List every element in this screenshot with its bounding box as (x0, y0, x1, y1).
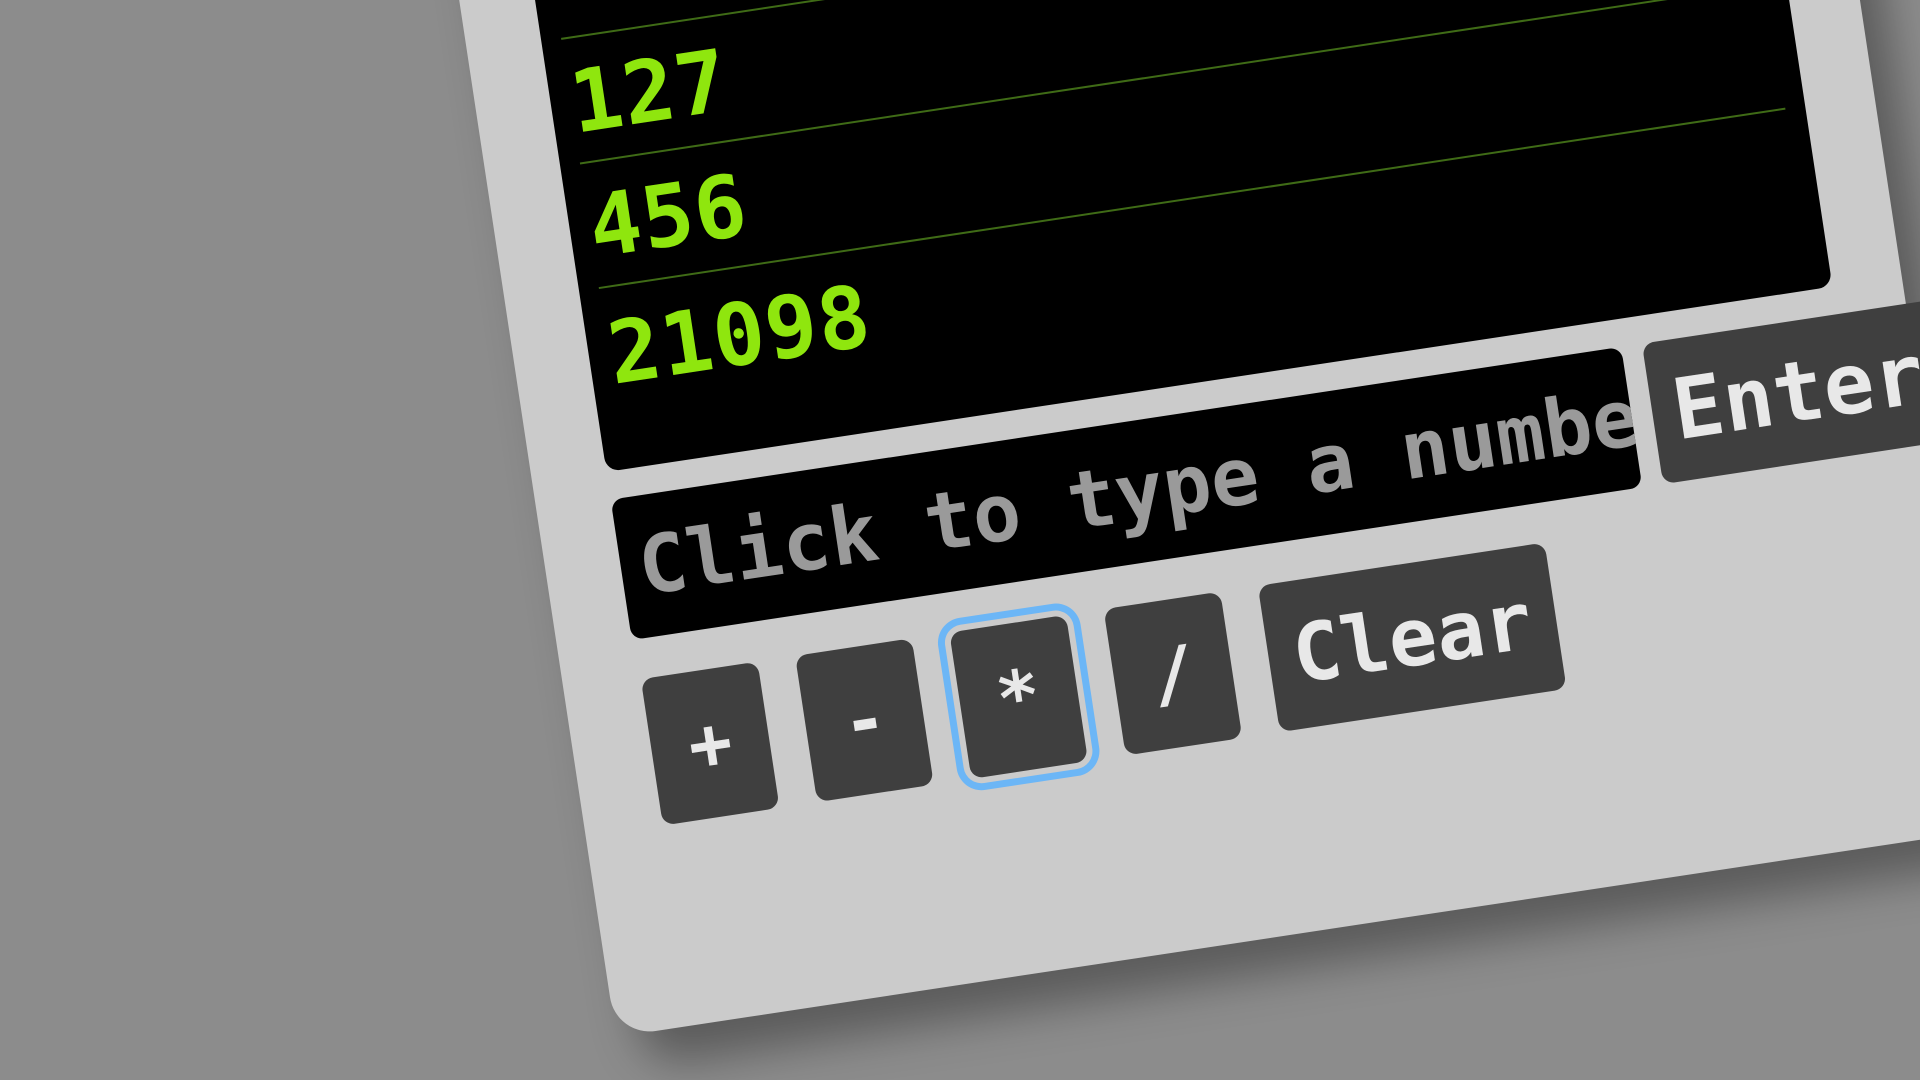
tape-value: 456 (582, 155, 754, 279)
enter-button[interactable]: Enter (1641, 299, 1920, 485)
divide-button[interactable]: / (1103, 591, 1243, 756)
subtract-button[interactable]: - (795, 638, 934, 803)
calculator-panel: 127 456 21098 Enter + - * / Clear (439, 0, 1920, 1037)
tape-display: 127 456 21098 (522, 0, 1833, 473)
tape-value: 21098 (601, 266, 878, 405)
clear-button[interactable]: Clear (1257, 542, 1567, 733)
multiply-button[interactable]: * (949, 614, 1089, 779)
tape-value: 127 (563, 31, 736, 154)
add-button[interactable]: + (640, 661, 780, 826)
